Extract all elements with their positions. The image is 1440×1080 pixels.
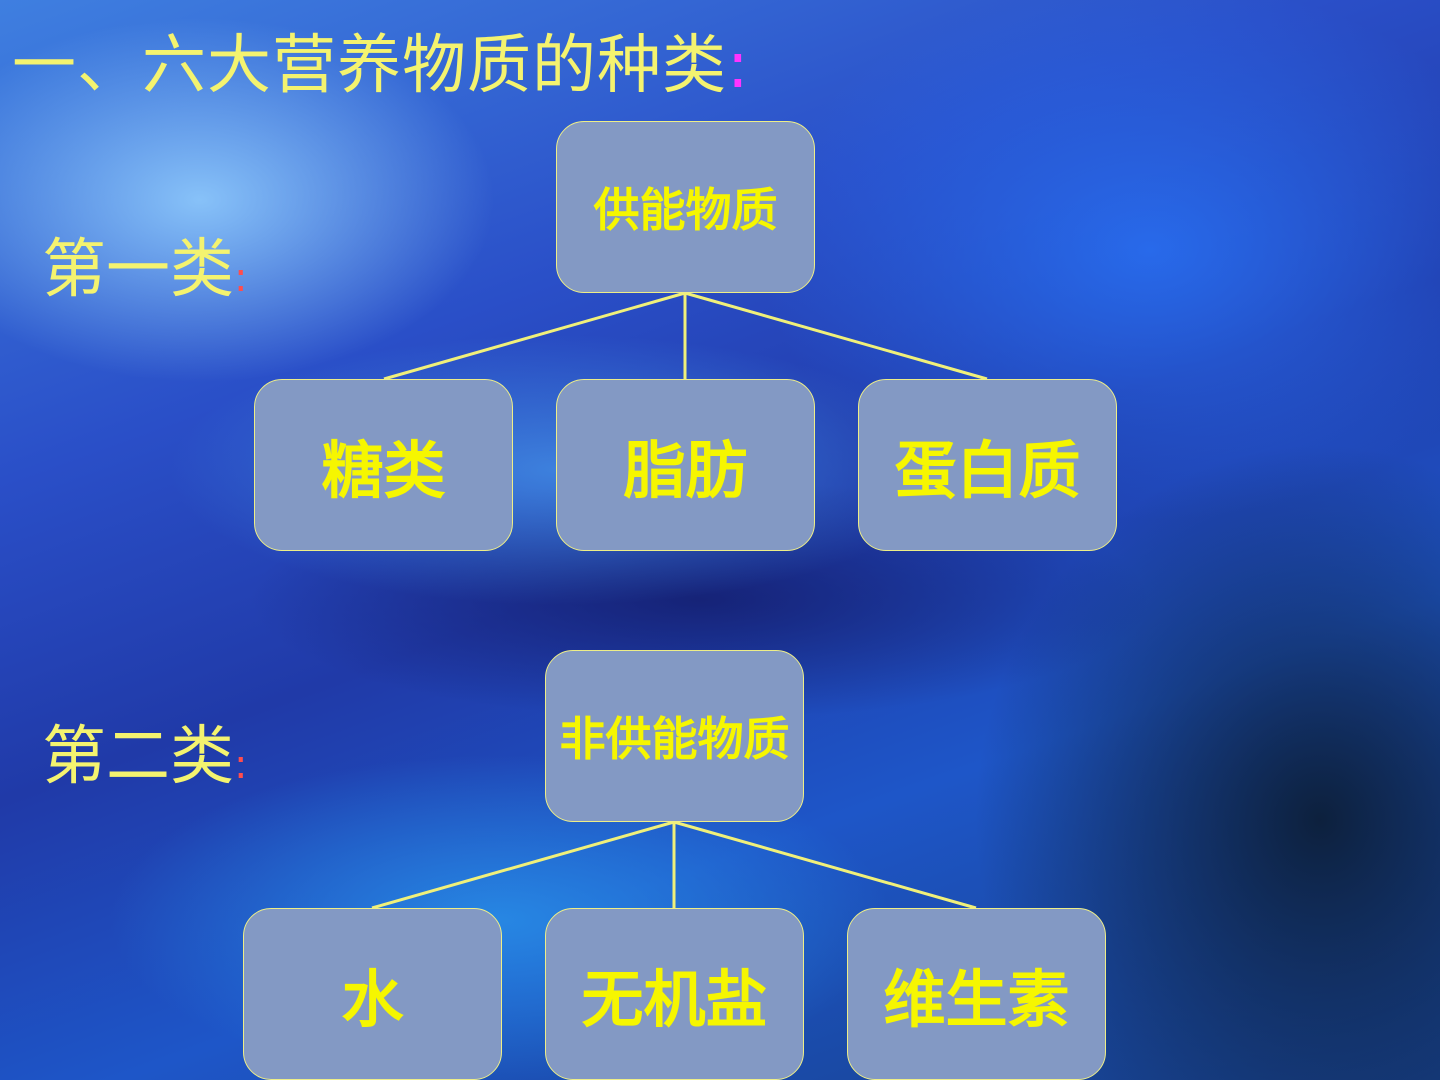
connector-nonenergy-to-vitamins — [673, 820, 977, 910]
node-label: 糖类 — [321, 434, 446, 507]
node-label: 非供能物质 — [559, 712, 790, 766]
node-label: 供能物质 — [593, 183, 778, 237]
category-label-colon: : — [234, 742, 248, 788]
node-label: 无机盐 — [581, 963, 768, 1036]
node-vitamins: 维生素 — [847, 908, 1106, 1080]
node-fats: 脂肪 — [556, 379, 815, 551]
category-label-first: 第一类: — [42, 218, 247, 310]
category-label-colon: : — [234, 255, 248, 301]
category-label-text: 第二类 — [42, 720, 234, 794]
connector-nonenergy-to-water — [371, 820, 675, 910]
node-proteins: 蛋白质 — [858, 379, 1117, 551]
connector-energy-to-protein — [684, 291, 988, 381]
node-label: 蛋白质 — [894, 434, 1081, 507]
node-label: 维生素 — [883, 963, 1070, 1036]
node-label: 水 — [341, 963, 404, 1036]
node-non-energy-substances: 非供能物质 — [545, 650, 804, 822]
slide-title-text: 一、六大营养物质的种类 — [12, 29, 727, 103]
slide-title: 一、六大营养物质的种类: — [12, 14, 750, 106]
node-energy-substances: 供能物质 — [556, 121, 815, 293]
category-label-second: 第二类: — [42, 705, 247, 797]
node-minerals: 无机盐 — [545, 908, 804, 1080]
slide-title-colon: : — [727, 29, 750, 103]
node-water: 水 — [243, 908, 502, 1080]
node-label: 脂肪 — [623, 434, 748, 507]
category-label-text: 第一类 — [42, 233, 234, 307]
connector-energy-to-sugar — [383, 291, 686, 381]
node-sugars: 糖类 — [254, 379, 513, 551]
